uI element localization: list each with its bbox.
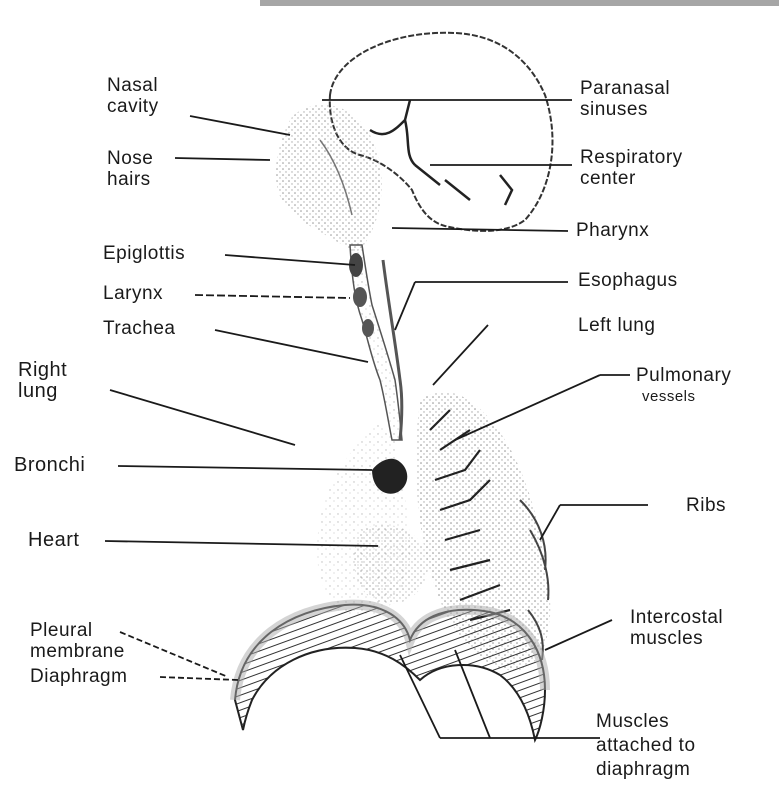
leader-epiglottis (225, 255, 355, 265)
label-left-lung: Left lung (578, 315, 655, 336)
label-diaphragm: Diaphragm (30, 666, 127, 687)
head-region (276, 105, 382, 252)
label-bronchi: Bronchi (14, 455, 85, 476)
leader-esophagus (395, 282, 415, 330)
leader-nose-hairs (175, 158, 270, 160)
label-muscles-attached: Muscles attached to diaphragm (596, 710, 696, 782)
brain-vessels (370, 100, 512, 205)
label-right-lung: Right lung (18, 360, 67, 402)
leader-left-lung (433, 325, 488, 385)
label-pleural-membrane: Pleural membrane (30, 620, 125, 662)
label-pharynx: Pharynx (576, 220, 649, 241)
scan-edge (260, 0, 779, 6)
leader-trachea (215, 330, 368, 362)
label-esophagus: Esophagus (578, 270, 678, 291)
heart-shape (354, 525, 428, 604)
label-intercostal-muscles: Intercostal muscles (630, 607, 723, 649)
leader-larynx (195, 295, 350, 298)
label-ribs: Ribs (686, 495, 726, 516)
leader-right-lung (110, 390, 295, 445)
label-nose-hairs: Nose hairs (107, 148, 153, 190)
label-respiratory-center: Respiratory center (580, 147, 683, 189)
label-larynx: Larynx (103, 283, 163, 304)
label-trachea: Trachea (103, 318, 176, 339)
label-paranasal-sinuses: Paranasal sinuses (580, 78, 670, 120)
leader-diaphragm (160, 677, 238, 680)
leader-intercostal-muscles (545, 620, 612, 650)
label-pulmonary-vessels: Pulmonary vessels (636, 365, 731, 407)
leader-bronchi (118, 466, 372, 470)
label-heart: Heart (28, 530, 79, 551)
label-epiglottis: Epiglottis (103, 243, 185, 264)
leader-pleural-membrane (120, 632, 228, 677)
label-nasal-cavity: Nasal cavity (107, 75, 159, 117)
leader-nasal-cavity (190, 116, 290, 135)
